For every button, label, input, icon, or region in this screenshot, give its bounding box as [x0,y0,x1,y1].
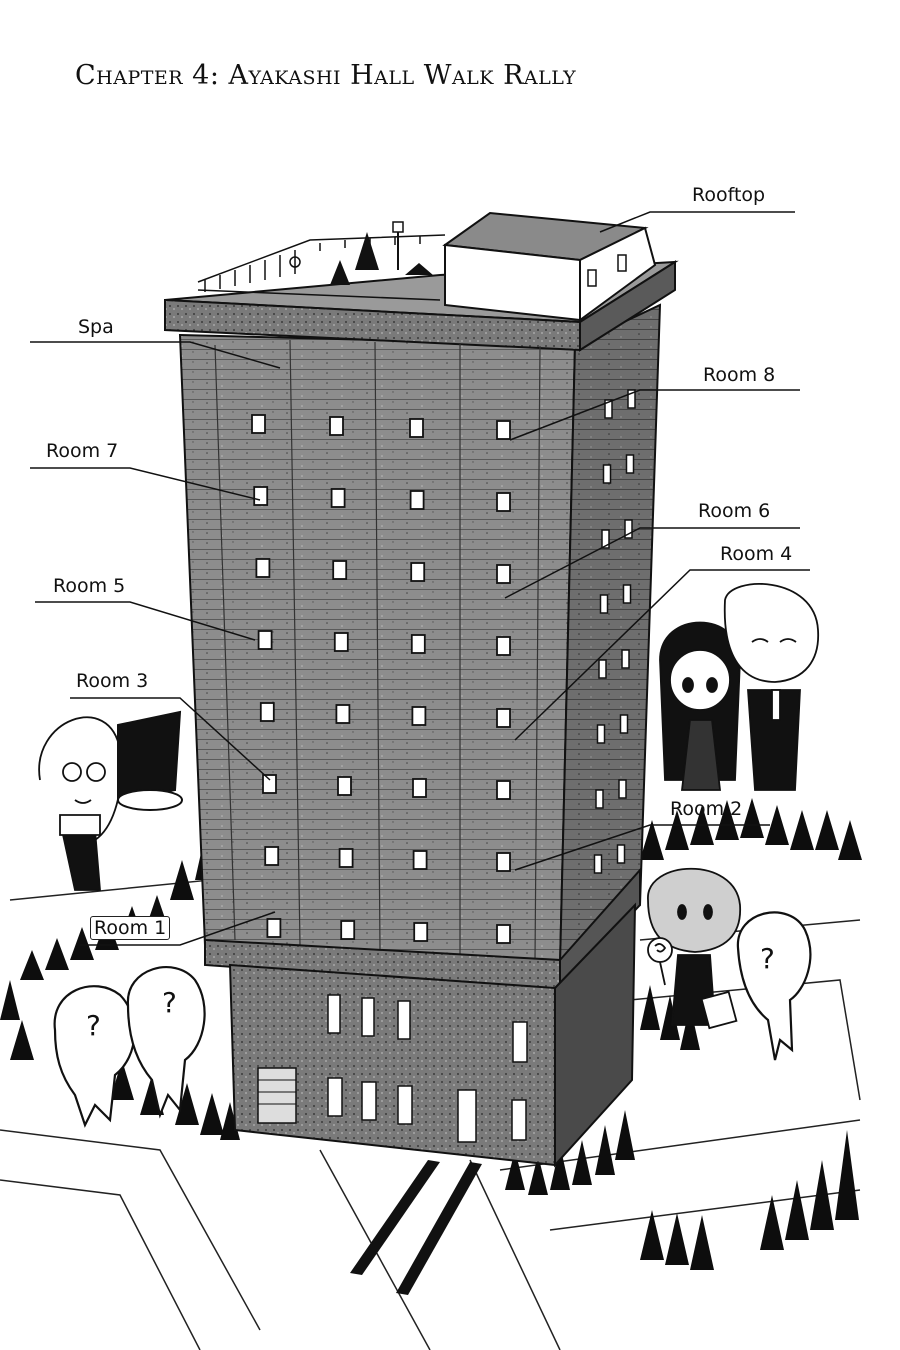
building-side-window [624,519,633,539]
tree-rows [0,798,862,1270]
building-side-window [627,389,636,409]
question-mark-3: ? [760,942,775,975]
character-dark-scroll [117,710,183,811]
building-window [259,702,275,722]
building-window [332,560,348,580]
building-window [411,706,427,726]
building-base-band-side [559,867,641,993]
building-window [496,420,511,440]
building-window [329,416,344,436]
building-side-window [604,399,613,419]
building-window [496,492,511,512]
building-side-window [601,529,610,549]
building-window [496,924,511,944]
building-side-window [598,659,607,679]
building-side-window [616,844,626,864]
spirit-question-marks: ? ? ? [86,942,775,1042]
question-mark-1: ? [86,1009,101,1042]
building-window [410,634,426,654]
building-window [251,414,266,434]
building-side-window [618,779,627,799]
building-side-window [622,584,632,604]
rooftop-penthouse-side [579,226,657,322]
label-room-6: Room 6 [698,500,771,522]
building-window [264,846,280,866]
chapter-title: Chapter 4: Ayakashi Hall Walk Rally [75,60,577,91]
building-window [496,852,511,872]
building-side-window [595,789,604,809]
building-ground-floor [228,963,556,1167]
building-side-window [621,649,630,669]
building-window [413,922,429,942]
building-window [496,636,511,656]
spirit-figure-1 [53,985,136,1128]
building-side-window [619,714,629,734]
building-side-windows [593,389,636,874]
building-window [257,630,273,650]
building-window [262,774,277,794]
character-blond-boy [723,583,819,791]
label-room-4: Room 4 [720,543,793,565]
building [164,211,679,1168]
building-window [410,562,426,582]
building-window [335,704,351,724]
spirit-figure-3 [736,911,812,1061]
building-windows [251,414,511,944]
label-room-8: Room 8 [703,364,776,386]
building-side-window [602,464,612,484]
character-girl-with-lollipop [647,867,741,1030]
building-side-window [599,594,609,614]
building-window [412,850,428,870]
building-side-window [593,854,603,874]
building-window [340,920,356,940]
rooftop-garden [289,221,433,285]
label-room-3: Room 3 [76,670,149,692]
label-room-7: Room 7 [46,440,119,462]
character-long-haired-girl [659,621,741,791]
label-room-1: Room 1 [90,916,171,940]
building-window [412,778,427,798]
roof-slab-side [579,260,676,352]
building-window [266,918,282,938]
building-window [409,418,424,438]
label-leader-lines [30,211,810,946]
label-room-5: Room 5 [53,575,126,597]
entrance-path [350,1160,482,1295]
label-rooftop: Rooftop [692,184,766,206]
building-window [338,848,354,868]
building-window [337,776,352,796]
question-mark-2: ? [162,986,177,1019]
spirit-figure-2 [126,966,206,1119]
building-window [496,780,511,800]
building-ground-floor-side [554,902,637,1168]
label-room-2: Room 2 [670,798,743,820]
label-spa: Spa [78,316,114,338]
building-window [333,632,349,652]
character-glasses-woman [38,716,122,891]
building-window [496,564,511,584]
building-side-window [596,724,606,744]
building-window [255,558,271,578]
building-window [330,488,346,508]
rooftop-railing [197,234,446,301]
building-window [409,490,425,510]
building-window [496,708,511,728]
building-window [253,486,269,506]
building-side-window [625,454,635,474]
